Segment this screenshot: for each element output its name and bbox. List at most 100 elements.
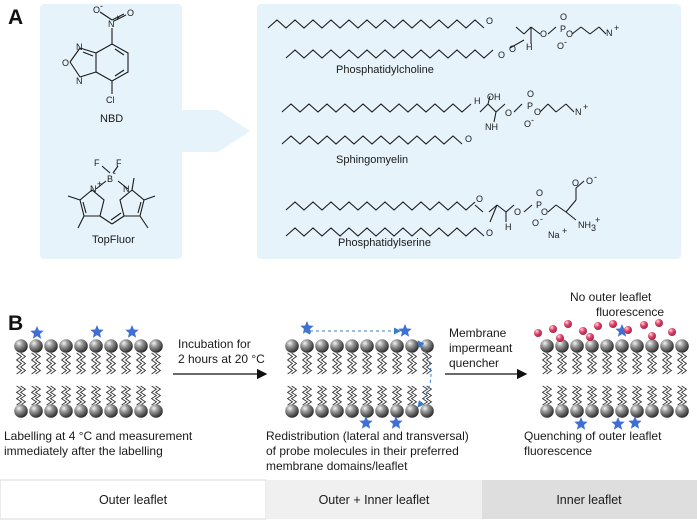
panel-connector-arrow [182, 110, 250, 152]
svg-text:O: O [486, 16, 493, 26]
probe-star [398, 324, 412, 337]
svg-text:O: O [527, 89, 534, 99]
lipid-headgroup [645, 404, 659, 418]
panel-b-letter: B [8, 312, 23, 335]
svg-text:O: O [476, 194, 483, 204]
step2-line-3: quencher [449, 356, 499, 370]
lipid-headgroup [390, 404, 404, 418]
caption-1-line-2: immediately after the labelling [4, 444, 163, 458]
svg-text:N: N [123, 184, 130, 194]
quencher-particle [549, 325, 557, 333]
svg-text:O: O [465, 134, 472, 144]
lipid-headgroup [119, 404, 133, 418]
lipid-headgroup [630, 339, 644, 353]
bar-label-outer-inner: Outer + Inner leaflet [319, 493, 430, 507]
svg-text:+: + [595, 215, 600, 225]
lipid-headgroup [645, 339, 659, 353]
lipid-headgroup [600, 404, 614, 418]
probe-stars [30, 321, 642, 430]
svg-text:O: O [541, 207, 548, 217]
lipid-headgroup [74, 404, 88, 418]
lipid-headgroup [330, 404, 344, 418]
step1-line-2: 2 hours at 20 °C [178, 352, 265, 366]
lipid-headgroup [315, 404, 329, 418]
svg-text:B: B [107, 174, 113, 184]
svg-text:F: F [94, 158, 100, 168]
lipid-headgroup [149, 339, 163, 353]
svg-text:Cl: Cl [106, 95, 115, 105]
transversal-redistribution-arrow [417, 340, 432, 408]
quencher-particle [594, 322, 602, 330]
svg-text:O: O [486, 228, 493, 238]
quencher-particle [586, 333, 594, 341]
sm-label: Sphingomyelin [336, 154, 408, 166]
svg-text:O: O [509, 44, 516, 54]
quencher-particle [579, 327, 587, 335]
svg-text:-: - [100, 1, 103, 11]
lipid-headgroup [555, 339, 569, 353]
probes-panel [40, 4, 182, 259]
svg-text:O: O [127, 8, 134, 18]
lipid-headgroup [570, 339, 584, 353]
probe-star [90, 325, 104, 338]
lipid-headgroup [300, 339, 314, 353]
svg-text:P: P [527, 101, 533, 111]
caption-2-line-3: membrane domains/leaflet [266, 459, 408, 473]
lipid-headgroup [59, 404, 73, 418]
lipid-headgroup [149, 404, 163, 418]
quencher-particle [668, 328, 676, 336]
svg-text:H: H [526, 42, 533, 52]
nbd-atoms: N + O - O N O N Cl [62, 1, 134, 105]
lipid-headgroup [360, 339, 374, 353]
probe-star [359, 416, 373, 429]
lipid-headgroup [360, 404, 374, 418]
svg-text:+: + [562, 226, 567, 236]
lipid-headgroup [29, 339, 43, 353]
svg-text:O: O [572, 178, 579, 188]
lipid-headgroup [615, 404, 629, 418]
nbd-label: NBD [100, 113, 123, 125]
probe-star [389, 416, 403, 429]
quencher-particle [564, 320, 572, 328]
topfluor-atoms: F F B - N N + [90, 158, 130, 194]
svg-text:F: F [116, 158, 122, 168]
probe-star [30, 326, 44, 339]
probe-star [628, 416, 642, 429]
svg-text:P: P [536, 200, 542, 210]
quencher-particle [624, 326, 632, 334]
svg-text:O: O [534, 107, 541, 117]
lipid-headgroup [14, 404, 28, 418]
sm-atoms: H OH O P O O O - N + NH O [465, 89, 588, 144]
pc-label: Phosphatidylcholine [336, 64, 434, 76]
lipid-headgroup [600, 339, 614, 353]
svg-text:H: H [505, 222, 512, 232]
svg-text:O: O [560, 12, 567, 22]
caption-3-line-2: fluorescence [524, 444, 592, 458]
caption-2-line-2: of probe molecules in their preferred [266, 444, 459, 458]
quencher-particle [609, 320, 617, 328]
lipid-headgroup [134, 404, 148, 418]
svg-text:+: + [583, 102, 588, 112]
svg-text:O: O [524, 119, 531, 129]
lipid-headgroup [375, 339, 389, 353]
svg-text:N: N [90, 184, 97, 194]
bilayer-quenched [540, 339, 689, 418]
lipid-headgroup [630, 404, 644, 418]
svg-text:NH: NH [485, 122, 498, 132]
quencher-particle [556, 334, 564, 342]
svg-text:P: P [560, 24, 566, 34]
lipid-headgroup [89, 339, 103, 353]
svg-text:NH: NH [578, 220, 591, 230]
svg-text:N: N [76, 76, 83, 86]
svg-text:H: H [474, 96, 481, 106]
quencher-particle [640, 321, 648, 329]
step2-line-1: Membrane [449, 326, 507, 340]
top-note-line-1: No outer leaflet [570, 290, 652, 304]
quencher-particle [648, 332, 656, 340]
svg-text:-: - [540, 214, 543, 224]
svg-text:N: N [575, 107, 582, 117]
quencher-particles [534, 319, 676, 342]
lipid-headgroup [59, 339, 73, 353]
svg-text:O: O [62, 58, 69, 68]
